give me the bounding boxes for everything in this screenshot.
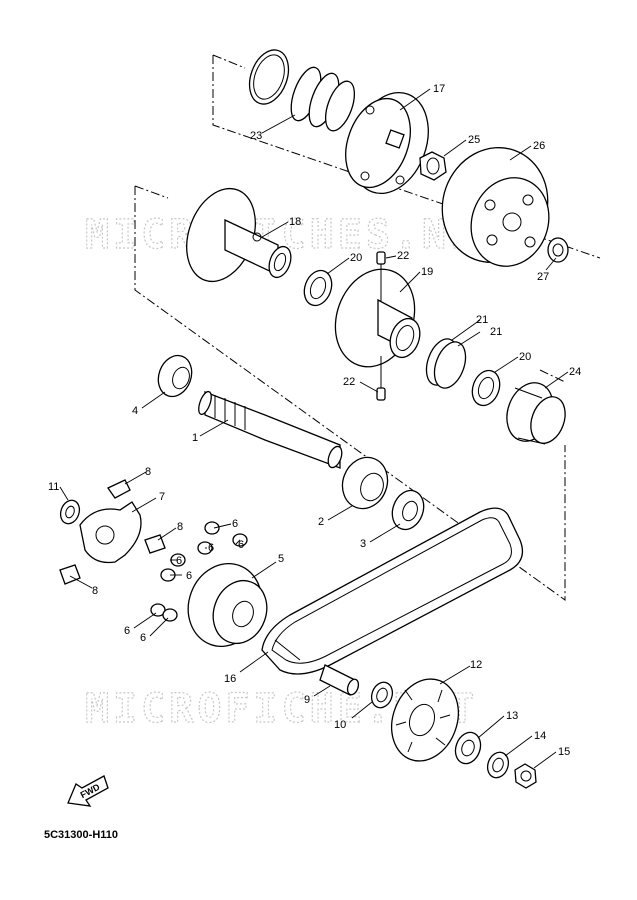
callout-8-mid: 8	[177, 521, 183, 533]
diagram-code: 5C31300-H110	[44, 829, 118, 841]
callout-19: 19	[421, 266, 433, 278]
part-16-nut	[514, 763, 537, 789]
callout-14: 13	[506, 710, 518, 722]
callout-13: 12	[470, 659, 482, 671]
fwd-arrow: FWD	[67, 775, 109, 807]
callout-8-bottom: 8	[92, 585, 98, 597]
part-8-slider-top	[107, 479, 131, 499]
part-9-collar	[319, 664, 360, 696]
part-4-bearing	[157, 354, 193, 398]
callout-6-f: 6	[124, 625, 130, 637]
callout-6-e: 6	[208, 542, 214, 554]
callout-16: 15	[558, 746, 570, 758]
callout-4: 4	[132, 405, 138, 417]
callout-6-d: 6	[186, 570, 192, 582]
callout-15: 14	[534, 730, 546, 742]
part-2-bearing	[341, 456, 389, 510]
callout-1: 1	[192, 432, 198, 444]
callout-numbers: 17 23 25 26 18 27 20 22 19 21 21 20 24 2…	[48, 83, 581, 758]
callout-10: 10	[334, 719, 346, 731]
callout-20-upper: 20	[350, 252, 362, 264]
part-22-guide-pin-bottom	[376, 356, 386, 401]
part-5-primary-sheave	[187, 563, 268, 647]
part-18-sliding-sheave	[186, 187, 292, 283]
callout-8-top: 8	[145, 466, 151, 478]
callout-7: 7	[159, 491, 165, 503]
callout-6-a: 6	[232, 518, 238, 530]
part-26-clutch-housing	[441, 147, 550, 267]
part-20-oil-seal-lower	[471, 369, 501, 407]
callout-20-lower: 20	[519, 351, 531, 363]
watermark-top: MICROFICHES.NET	[85, 212, 506, 258]
callout-26: 26	[533, 140, 545, 152]
part-21-o-rings	[425, 338, 467, 389]
part-12-v-belt	[261, 507, 524, 675]
part-1-primary-shaft	[198, 390, 343, 469]
callout-6-g: 6	[140, 632, 146, 644]
callout-18: 18	[289, 216, 301, 228]
part-15-washer	[486, 751, 510, 779]
callout-3: 3	[360, 538, 366, 550]
callout-5: 5	[278, 553, 284, 565]
callout-9: 9	[304, 694, 310, 706]
callout-11: 11	[48, 481, 59, 493]
part-27-collar	[547, 237, 569, 263]
part-10-washer	[370, 681, 394, 709]
callout-21-b: 21	[490, 326, 502, 338]
callout-22-top: 22	[397, 250, 409, 262]
callout-17: 17	[433, 83, 445, 95]
part-8-slider-bottom	[59, 564, 81, 585]
part-20-oil-seal-upper	[303, 269, 333, 307]
part-19-fixed-sheave	[334, 268, 421, 368]
part-23-spring-set	[248, 49, 356, 132]
part-22-guide-pin-top	[376, 251, 386, 302]
part-17-clutch-carrier	[345, 91, 429, 195]
callout-21-a: 21	[476, 314, 488, 326]
callout-2: 2	[318, 516, 324, 528]
callout-22-bottom: 22	[343, 376, 355, 388]
part-7-cam	[79, 501, 142, 564]
callout-27: 27	[537, 271, 549, 283]
part-8-slider-mid	[144, 534, 166, 554]
part-14-gear	[454, 731, 482, 765]
callout-23: 23	[250, 130, 262, 142]
frame-secondary-group	[134, 185, 566, 601]
callout-12: 16	[224, 673, 236, 685]
part-24-collar	[506, 382, 566, 445]
callout-24: 24	[569, 366, 581, 378]
part-3-oil-seal	[391, 489, 425, 531]
callout-6-c: 6	[176, 555, 182, 567]
part-13-primary-fixed-sheave	[391, 678, 459, 762]
part-25-nut	[419, 151, 447, 181]
part-11-washer	[59, 499, 81, 525]
callout-6-b: 6	[238, 539, 244, 551]
callout-25: 25	[468, 134, 480, 146]
leader-lines	[59, 88, 569, 769]
